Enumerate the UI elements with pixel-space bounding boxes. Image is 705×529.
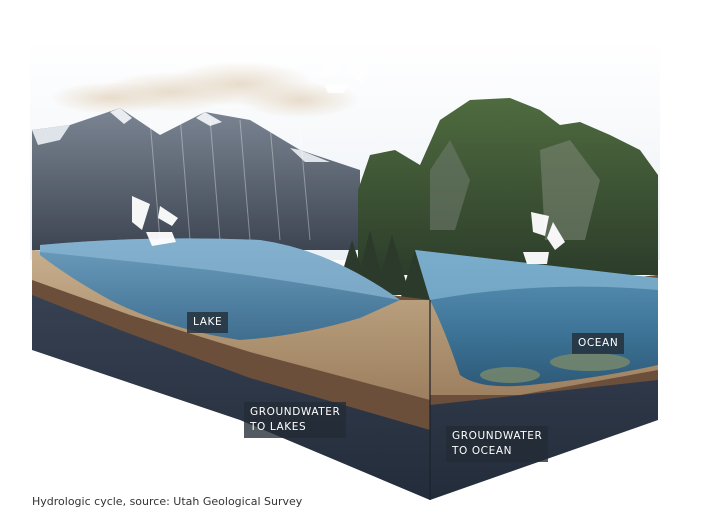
ocean-surface	[415, 250, 658, 300]
lake-label: LAKE	[187, 312, 229, 333]
lake-surface	[40, 238, 400, 300]
coral-reef	[480, 353, 630, 383]
recycle-arrows-icon	[132, 196, 178, 246]
recycle-arrows-icon	[523, 212, 565, 264]
figure-caption: Hydrologic cycle, source: Utah Geologica…	[32, 495, 303, 508]
rain	[149, 114, 311, 241]
ocean-label: OCEAN	[572, 333, 625, 354]
groundwater-to-lakes-label: GROUNDWATER TO LAKES	[244, 402, 347, 438]
green-cliffs	[358, 98, 658, 275]
mountains	[32, 108, 360, 250]
groundwater-to-ocean-label: GROUNDWATER TO OCEAN	[446, 426, 549, 462]
recycle-arrows-icon	[318, 55, 368, 93]
